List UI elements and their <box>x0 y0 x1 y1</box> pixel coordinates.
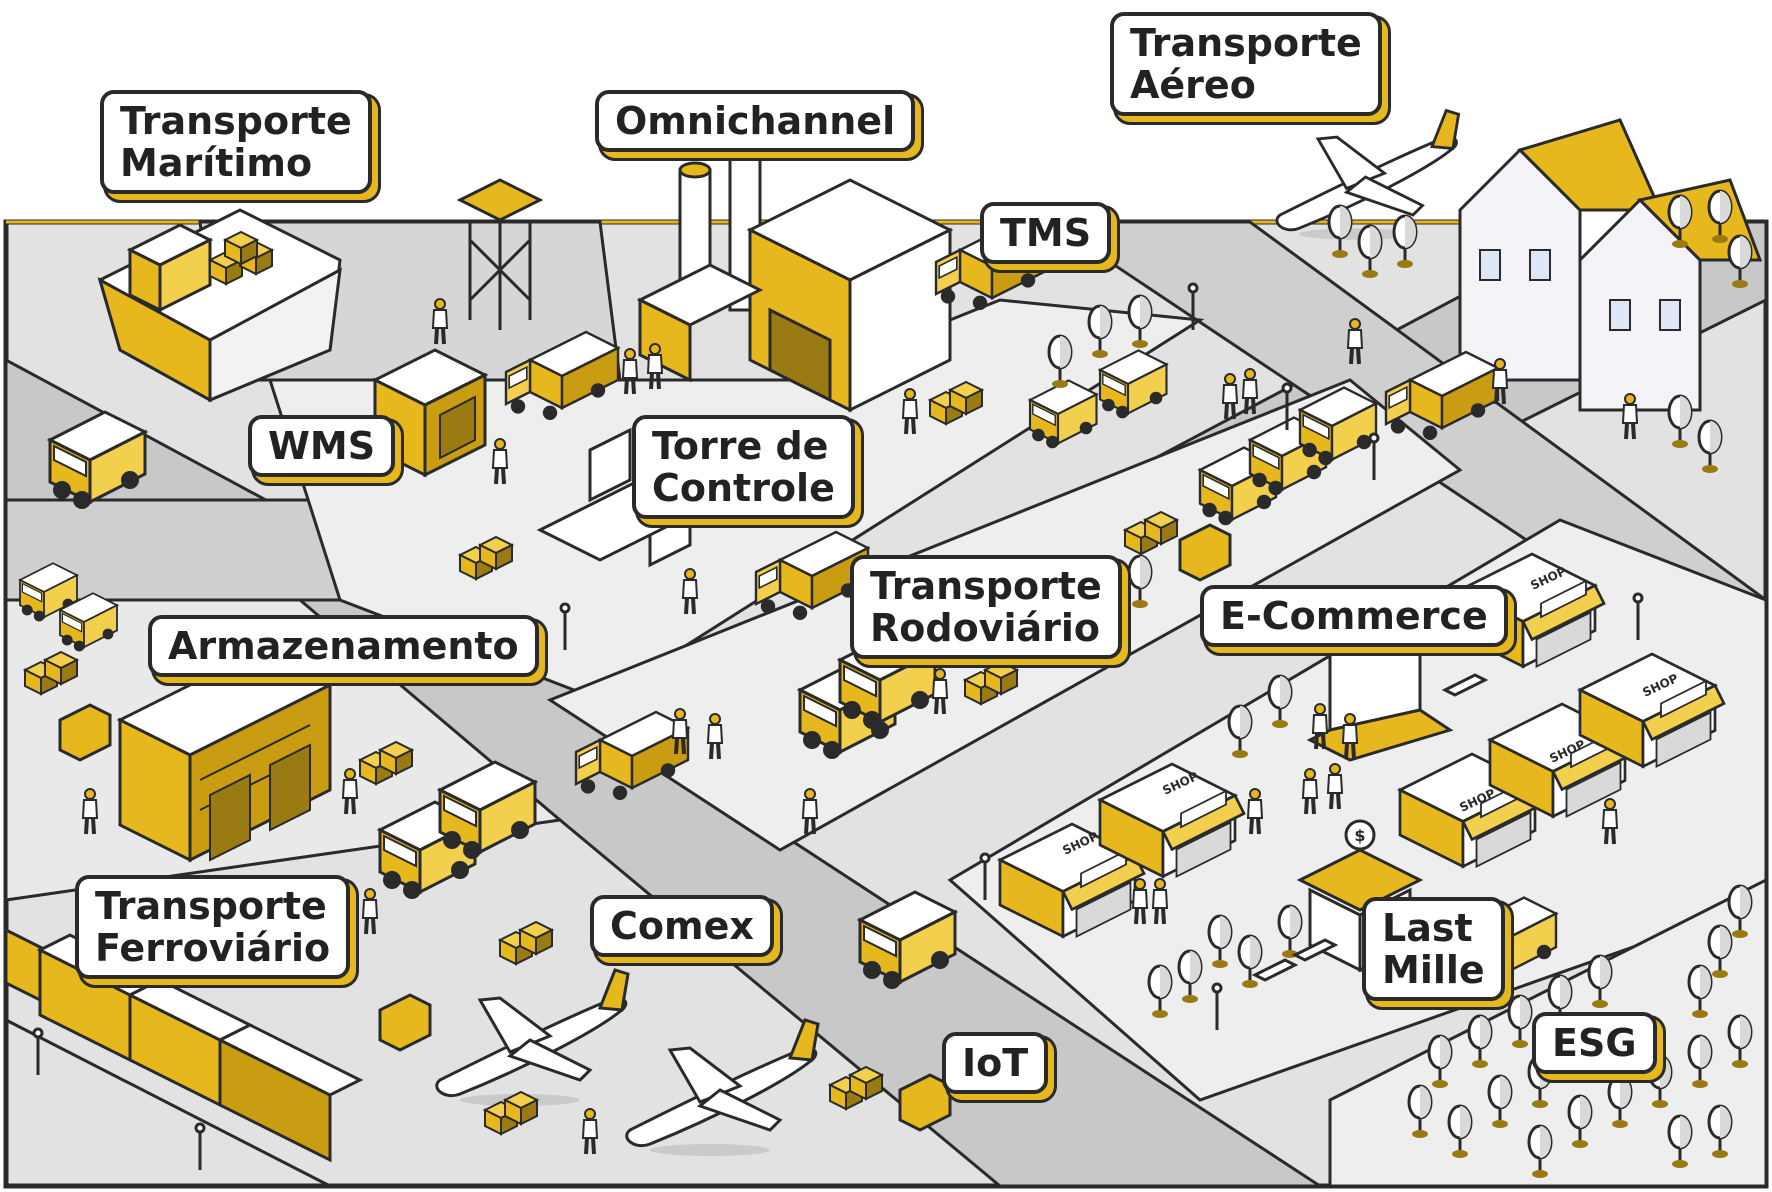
label-transporte-aereo[interactable]: Transporte Aéreo <box>1110 12 1382 116</box>
crane-icon <box>456 178 544 330</box>
label-tms[interactable]: TMS <box>980 202 1112 264</box>
label-comex[interactable]: Comex <box>590 895 774 957</box>
label-transporte-rodoviario[interactable]: Transporte Rodoviário <box>850 555 1122 659</box>
label-armazenamento[interactable]: Armazenamento <box>148 615 539 677</box>
label-esg[interactable]: ESG <box>1532 1012 1657 1074</box>
label-transporte-maritimo[interactable]: Transporte Marítimo <box>100 90 372 194</box>
label-last-mile[interactable]: Last Mille <box>1362 897 1505 1001</box>
forklift-icon <box>58 523 1232 1132</box>
warehouse-icon <box>371 348 489 478</box>
bench-icon <box>1251 673 1489 982</box>
ship-icon <box>97 208 342 403</box>
factory-icon <box>636 141 954 413</box>
label-transporte-ferroviario[interactable]: Transporte Ferroviário <box>75 875 351 979</box>
label-ecommerce[interactable]: E-Commerce <box>1200 585 1508 647</box>
houses-icon <box>1458 118 1763 412</box>
label-iot[interactable]: IoT <box>942 1032 1049 1094</box>
label-omnichannel[interactable]: Omnichannel <box>595 90 916 152</box>
label-torre-de-controle[interactable]: Torre de Controle <box>632 415 855 519</box>
streetlamp-icon <box>32 282 1644 1170</box>
svg-text:$: $ <box>1354 826 1365 845</box>
label-wms[interactable]: WMS <box>248 415 396 477</box>
